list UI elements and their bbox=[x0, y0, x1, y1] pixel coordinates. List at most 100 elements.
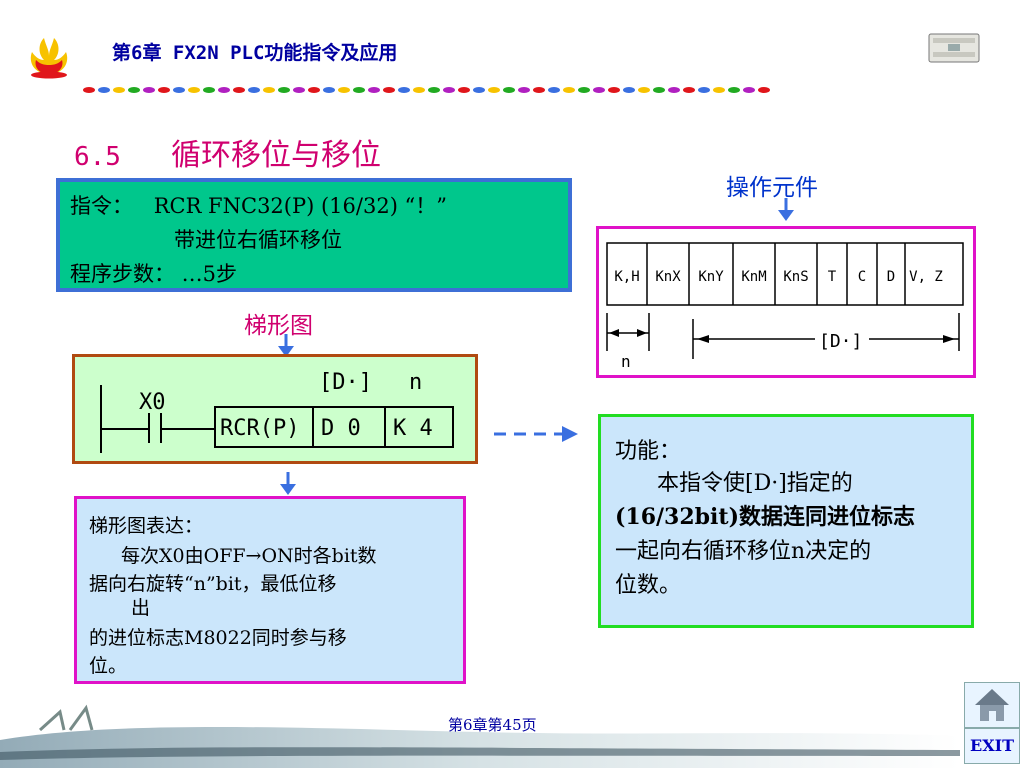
section-name: 循环移位与移位 bbox=[170, 138, 381, 173]
down-arrow-icon bbox=[280, 472, 296, 495]
decorative-dot bbox=[503, 87, 515, 93]
ladder-operand-n: K 4 bbox=[393, 416, 433, 441]
contact-label: X0 bbox=[139, 390, 166, 415]
decorative-dot bbox=[548, 87, 560, 93]
operand-cell: K,H bbox=[614, 269, 639, 285]
function-title: 功能： bbox=[615, 439, 682, 464]
decorative-dot bbox=[518, 87, 530, 93]
decorative-dot bbox=[143, 87, 155, 93]
decorative-dot bbox=[683, 87, 695, 93]
decorative-dot bbox=[368, 87, 380, 93]
expression-title: 梯形图表达： bbox=[89, 515, 204, 537]
decorative-dot bbox=[743, 87, 755, 93]
ladder-header-n: n bbox=[409, 370, 422, 395]
decorative-dot bbox=[653, 87, 665, 93]
operand-cell: KnX bbox=[655, 269, 681, 285]
operand-cell: T bbox=[828, 269, 837, 285]
operand-box: K,H KnX KnY KnM KnS T C D V, Z n [D·] bbox=[596, 226, 976, 378]
operand-diagram: K,H KnX KnY KnM KnS T C D V, Z n [D·] bbox=[606, 242, 964, 371]
operand-label: 操作元件 bbox=[726, 175, 818, 201]
decorative-dot bbox=[323, 87, 335, 93]
ladder-operand-d: D 0 bbox=[321, 416, 361, 441]
instruction-line-1: 指令： RCR FNC32(P) (16/32) “！” bbox=[70, 190, 447, 220]
plc-device-icon bbox=[928, 33, 980, 63]
decorative-dot bbox=[713, 87, 725, 93]
decorative-dot bbox=[488, 87, 500, 93]
instruction-value: RCR FNC32(P) (16/32) “！” bbox=[153, 194, 448, 218]
decorative-dot bbox=[218, 87, 230, 93]
decorative-dot bbox=[83, 87, 95, 93]
operand-cell: KnY bbox=[698, 269, 724, 285]
expression-line-4: 的进位标志M8022同时参与移 bbox=[89, 627, 347, 649]
decorative-dot bbox=[158, 87, 170, 93]
decorative-dot bbox=[263, 87, 275, 93]
decorative-dot bbox=[473, 87, 485, 93]
decorative-dot bbox=[443, 87, 455, 93]
down-arrow-icon bbox=[278, 334, 294, 357]
dashed-arrow-icon bbox=[494, 426, 578, 442]
function-line-2: (16/32bit)数据连同进位标志 bbox=[615, 504, 915, 530]
decorative-dot bbox=[608, 87, 620, 93]
expression-line-5: 位。 bbox=[89, 655, 128, 677]
ladder-expression-box: 梯形图表达： 每次X0由OFF→ON时各bit数 据向右旋转“n”bit，最低位… bbox=[74, 496, 466, 684]
operand-n-label: n bbox=[621, 352, 631, 371]
instruction-box: 指令： RCR FNC32(P) (16/32) “！” 带进位右循环移位 程序… bbox=[56, 178, 572, 292]
decorative-dot bbox=[278, 87, 290, 93]
instruction-line-2: 带进位右循环移位 bbox=[174, 228, 342, 252]
ladder-header-d: [D·] bbox=[319, 370, 372, 395]
decorative-dot bbox=[248, 87, 260, 93]
decorative-dot bbox=[758, 87, 770, 93]
function-line-3: 一起向右循环移位n决定的 bbox=[615, 539, 872, 564]
decorative-dot bbox=[128, 87, 140, 93]
instruction-block bbox=[214, 406, 454, 448]
decorative-dot bbox=[308, 87, 320, 93]
decorative-dot bbox=[173, 87, 185, 93]
expression-line-2: 据向右旋转“n”bit，最低位移 bbox=[89, 573, 337, 595]
decorative-dot bbox=[383, 87, 395, 93]
decorative-dot bbox=[398, 87, 410, 93]
ladder-diagram-box: X0 RCR(P) D 0 K 4 [D·] n bbox=[72, 354, 478, 464]
decorative-dot bbox=[728, 87, 740, 93]
decorative-dot bbox=[113, 87, 125, 93]
operand-cell: D bbox=[887, 269, 895, 285]
section-number: 6.5 bbox=[74, 142, 121, 172]
page-number: 第6章第45页 bbox=[448, 716, 537, 734]
decorative-dot bbox=[338, 87, 350, 93]
decorative-dot bbox=[293, 87, 305, 93]
home-button[interactable] bbox=[964, 682, 1020, 728]
instruction-label: 指令： bbox=[70, 194, 133, 218]
decorative-dot bbox=[413, 87, 425, 93]
decorative-dot bbox=[533, 87, 545, 93]
operand-cell: C bbox=[858, 269, 866, 285]
instruction-line-3: 程序步数： …5步 bbox=[70, 262, 238, 286]
expression-line-3: 出 bbox=[131, 597, 151, 619]
ladder-label: 梯形图 bbox=[244, 313, 313, 339]
decorative-dot bbox=[428, 87, 440, 93]
decorative-dot bbox=[638, 87, 650, 93]
decorative-dot bbox=[668, 87, 680, 93]
decorative-dot bbox=[188, 87, 200, 93]
decorative-dot bbox=[458, 87, 470, 93]
exit-button[interactable]: EXIT bbox=[964, 728, 1020, 764]
operand-cell: KnS bbox=[783, 269, 808, 285]
decorative-dot bbox=[353, 87, 365, 93]
operand-d-label: [D·] bbox=[819, 331, 862, 352]
function-box: 功能： 本指令使[D·]指定的 (16/32bit)数据连同进位标志 一起向右循… bbox=[598, 414, 974, 628]
decorative-dot bbox=[203, 87, 215, 93]
function-line-1: 本指令使[D·]指定的 bbox=[657, 471, 853, 496]
decorative-dot bbox=[233, 87, 245, 93]
decorative-dot bbox=[698, 87, 710, 93]
footer-decoration bbox=[0, 704, 960, 768]
section-title: 6.5 循环移位与移位 bbox=[74, 130, 381, 174]
function-line-4: 位数。 bbox=[615, 573, 682, 598]
chapter-title: 第6章 FX2N PLC功能指令及应用 bbox=[112, 42, 398, 64]
operand-cell: V, Z bbox=[909, 269, 943, 285]
ladder-instruction: RCR(P) bbox=[220, 416, 299, 441]
decorative-dot-line bbox=[83, 87, 770, 93]
down-arrow-icon bbox=[778, 198, 794, 221]
decorative-dot bbox=[98, 87, 110, 93]
decorative-dot bbox=[563, 87, 575, 93]
company-logo-icon bbox=[30, 38, 68, 79]
operand-cell: KnM bbox=[741, 269, 766, 285]
expression-line-1: 每次X0由OFF→ON时各bit数 bbox=[121, 545, 377, 567]
